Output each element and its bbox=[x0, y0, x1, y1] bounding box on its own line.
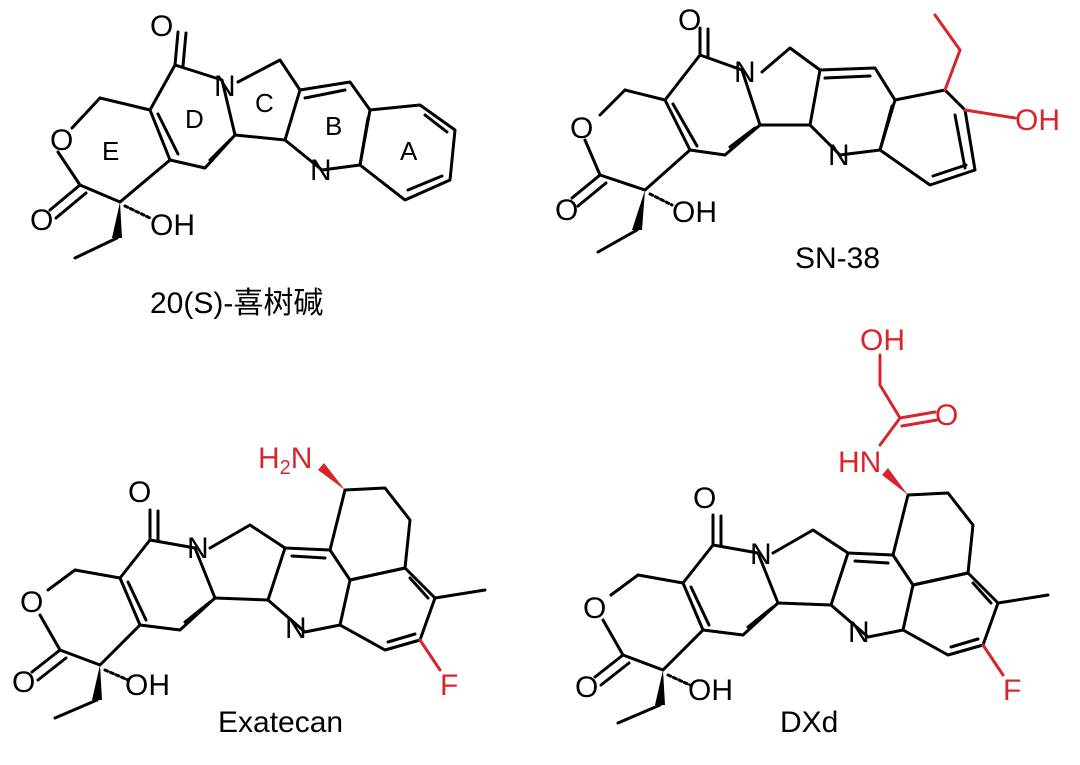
camptothecin-o-carbonyl: O bbox=[150, 10, 173, 43]
exatecan-o-lactone: O bbox=[20, 586, 43, 619]
exatecan-n-ring: N bbox=[187, 532, 209, 565]
sn38-atoms: O N O O N OH OH bbox=[555, 4, 1060, 229]
camptothecin-atoms: O N O O N OH bbox=[30, 10, 332, 242]
dxd-bonds bbox=[593, 353, 1050, 725]
dxd-n-pyridine: N bbox=[848, 616, 870, 649]
ring-label-b: B bbox=[325, 111, 342, 141]
sn38-o-lactone-carbonyl: O bbox=[555, 194, 578, 227]
caption-dxd: DXd bbox=[780, 706, 838, 739]
ring-label-c: C bbox=[255, 88, 274, 118]
dxd-amide-o: O bbox=[935, 399, 958, 432]
dxd-atoms: O N O O N OH HN O OH F bbox=[575, 324, 1021, 707]
sn38-o-carbonyl: O bbox=[678, 4, 701, 37]
molecule-sn38: O N O O N OH OH SN-38 bbox=[555, 4, 1060, 275]
ring-label-e: E bbox=[102, 136, 119, 166]
caption-exatecan: Exatecan bbox=[218, 706, 343, 739]
camptothecin-n-ring: N bbox=[214, 70, 236, 103]
sn38-oh: OH bbox=[672, 196, 717, 229]
camptothecin-ring-labels: A B C D E bbox=[102, 88, 418, 166]
exatecan-n-pyridine: N bbox=[285, 612, 307, 645]
dxd-o-lactone-carbonyl: O bbox=[575, 671, 598, 704]
caption-sn38: SN-38 bbox=[795, 242, 880, 275]
camptothecin-oh: OH bbox=[150, 209, 195, 242]
sn38-oh-aryl: OH bbox=[1015, 104, 1060, 137]
dxd-amide-nh: HN bbox=[838, 446, 881, 479]
exatecan-amine-h: H bbox=[258, 442, 280, 475]
molecule-camptothecin: O N O O N OH A B C D E 20(S)-喜树碱 bbox=[30, 10, 457, 320]
exatecan-o-lactone-carbonyl: O bbox=[12, 666, 35, 699]
dxd-o-carbonyl: O bbox=[693, 482, 716, 515]
exatecan-atoms: O N O O N OH H2N F bbox=[12, 442, 458, 702]
sn38-o-lactone: O bbox=[570, 112, 593, 145]
exatecan-fluoro: F bbox=[440, 669, 458, 702]
dxd-glycol-oh: OH bbox=[860, 324, 905, 357]
exatecan-oh: OH bbox=[125, 669, 170, 702]
camptothecin-bonds bbox=[48, 30, 457, 260]
caption-camptothecin: 20(S)-喜树碱 bbox=[150, 287, 323, 320]
exatecan-o-carbonyl: O bbox=[128, 476, 151, 509]
exatecan-bonds bbox=[30, 463, 487, 720]
dxd-o-lactone: O bbox=[583, 592, 606, 625]
sn38-n-ring: N bbox=[734, 56, 756, 89]
exatecan-amine: H2N bbox=[258, 442, 312, 479]
dxd-fluoro: F bbox=[1003, 674, 1021, 707]
dxd-oh: OH bbox=[688, 674, 733, 707]
dxd-n-ring: N bbox=[750, 538, 772, 571]
ring-label-d: D bbox=[185, 104, 204, 134]
molecule-dxd: O N O O N OH HN O OH F DXd bbox=[575, 324, 1050, 739]
sn38-bonds bbox=[570, 13, 1017, 254]
sn38-n-pyridine: N bbox=[828, 139, 850, 172]
exatecan-amine-n: N bbox=[291, 442, 313, 475]
molecule-exatecan: O N O O N OH H2N F Exatecan bbox=[12, 442, 487, 739]
camptothecin-n-pyridine: N bbox=[310, 154, 332, 187]
camptothecin-o-lactone: O bbox=[50, 124, 73, 157]
camptothecin-o-lactone-carbonyl: O bbox=[30, 204, 53, 237]
ring-label-a: A bbox=[400, 136, 418, 166]
exatecan-amine-sub: 2 bbox=[280, 457, 291, 479]
